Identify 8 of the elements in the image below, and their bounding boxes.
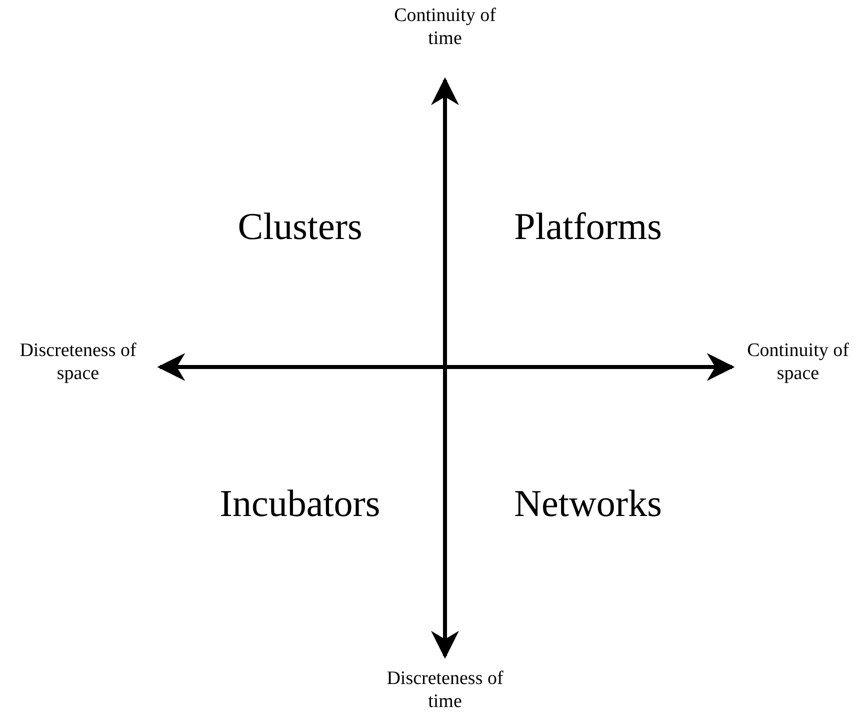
axis-label: Discreteness of time	[386, 668, 504, 714]
axis-label: Continuity of time	[393, 5, 497, 51]
axis-label: Discreteness of space	[18, 340, 138, 386]
quadrant-label: Incubators	[220, 482, 380, 527]
quadrant-label: Platforms	[514, 205, 662, 250]
quadrant-label: Networks	[514, 482, 662, 527]
axis-label: Continuity of space	[746, 340, 850, 386]
quadrant-label: Clusters	[238, 205, 362, 250]
